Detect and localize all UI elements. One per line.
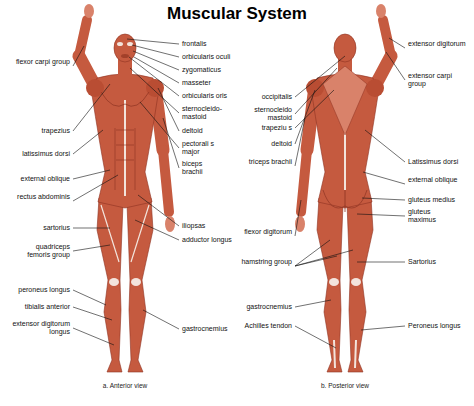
leader-line — [73, 290, 106, 305]
leader-lines — [73, 38, 405, 348]
muscle-label: sternocleido- mastoid — [182, 105, 228, 121]
leader-line — [73, 228, 110, 229]
leader-line — [363, 172, 405, 184]
leader-line — [386, 52, 405, 80]
muscle-label: external oblique — [408, 176, 458, 184]
muscle-label: hamstring group — [240, 258, 292, 266]
leader-line — [361, 326, 405, 330]
leader-line — [295, 118, 305, 166]
muscle-label: adductor longus — [182, 236, 242, 244]
leader-line — [365, 130, 405, 162]
leader-line — [135, 220, 179, 240]
leader-line — [362, 198, 405, 200]
muscle-label: extensor carpi group — [408, 72, 458, 88]
leader-line — [73, 46, 84, 66]
muscle-label: flexor carpi group — [12, 58, 70, 66]
muscle-label: triceps brachii — [240, 158, 292, 166]
anterior-details — [101, 42, 149, 262]
leader-line — [134, 57, 179, 83]
muscle-label: Sartorius — [408, 258, 466, 266]
leader-line — [73, 170, 110, 179]
muscle-label: tibialis anterior — [12, 303, 70, 311]
leader-line — [73, 307, 112, 320]
muscle-label: Latissimus dorsi — [408, 158, 466, 166]
muscle-label: Peroneus longus — [408, 322, 466, 330]
view-caption: a. Anterior view — [85, 382, 165, 390]
leader-line — [295, 326, 336, 348]
muscle-label: iliopsas — [182, 222, 242, 230]
leader-line — [357, 214, 405, 216]
leader-line — [73, 175, 118, 201]
mouth — [121, 54, 129, 58]
muscle-label: extensor digitorum — [408, 40, 466, 48]
eye — [117, 42, 123, 46]
muscle-label: orbicularis oris — [182, 92, 242, 100]
muscle-label: external oblique — [12, 175, 70, 183]
posterior-details — [323, 66, 367, 368]
leader-line — [140, 102, 179, 148]
gluteal-cleft — [345, 190, 346, 212]
muscle-label: deltoid — [240, 140, 292, 148]
achilles-tendon — [334, 340, 356, 368]
eye — [127, 42, 133, 46]
leader-line — [158, 88, 179, 131]
leader-line — [295, 300, 331, 307]
muscle-label: peroneus longus — [12, 286, 70, 294]
leader-line — [163, 118, 179, 168]
muscle-label: masseter — [182, 79, 242, 87]
muscle-label: orbicularis oculi — [182, 53, 242, 61]
leader-line — [143, 310, 179, 329]
muscle-label: sartorius — [12, 224, 70, 232]
muscle-label: occipitalis — [240, 93, 292, 101]
muscle-label: gastrocnemius — [182, 325, 242, 333]
muscle-label: Achilles tendon — [240, 322, 292, 330]
muscle-label: biceps brachii — [182, 160, 222, 176]
leader-line — [130, 68, 179, 113]
muscle-label: gastrocnemius — [240, 303, 292, 311]
sartorius-line — [101, 205, 149, 262]
leader-line — [73, 328, 114, 345]
linea-alba — [124, 100, 126, 196]
leader-line — [73, 130, 103, 154]
leader-line — [295, 90, 315, 144]
muscle-label: flexor digitorum — [240, 228, 292, 236]
abdominal-lines — [115, 128, 135, 190]
posterior-figure — [295, 4, 391, 372]
muscle-label: zygomaticus — [182, 66, 242, 74]
diagram-title: Muscular System — [0, 4, 474, 24]
leader-line — [73, 245, 110, 251]
muscle-label: gluteus maximus — [408, 208, 458, 224]
muscle-label: pectorali s major — [182, 140, 222, 156]
muscle-label: rectus abdominis — [12, 193, 70, 201]
leader-line — [295, 250, 353, 266]
muscle-label: quadriceps femoris group — [12, 243, 70, 259]
muscle-label: trapeziu s — [240, 124, 292, 132]
leader-line — [73, 84, 110, 131]
leader-line — [357, 262, 405, 263]
muscle-label: frontalis — [182, 40, 242, 48]
leader-line — [295, 200, 301, 236]
muscle-label: extensor digitorum longus — [12, 320, 70, 336]
muscle-label: sternocleido mastoid — [240, 106, 292, 122]
leader-line — [132, 45, 179, 57]
leader-line — [127, 39, 179, 44]
leader-line — [295, 56, 345, 97]
muscle-label: latissimus dorsi — [12, 150, 70, 158]
anterior-figure — [79, 4, 175, 372]
leader-line — [389, 38, 405, 48]
muscle-label: trapezius — [12, 127, 70, 135]
muscle-label: deltoid — [182, 127, 242, 135]
view-caption: b. Posterior view — [305, 382, 385, 390]
muscle-label: gluteus medius — [408, 196, 466, 204]
leader-line — [295, 90, 334, 128]
leader-line — [295, 68, 337, 114]
leader-line — [138, 195, 179, 226]
